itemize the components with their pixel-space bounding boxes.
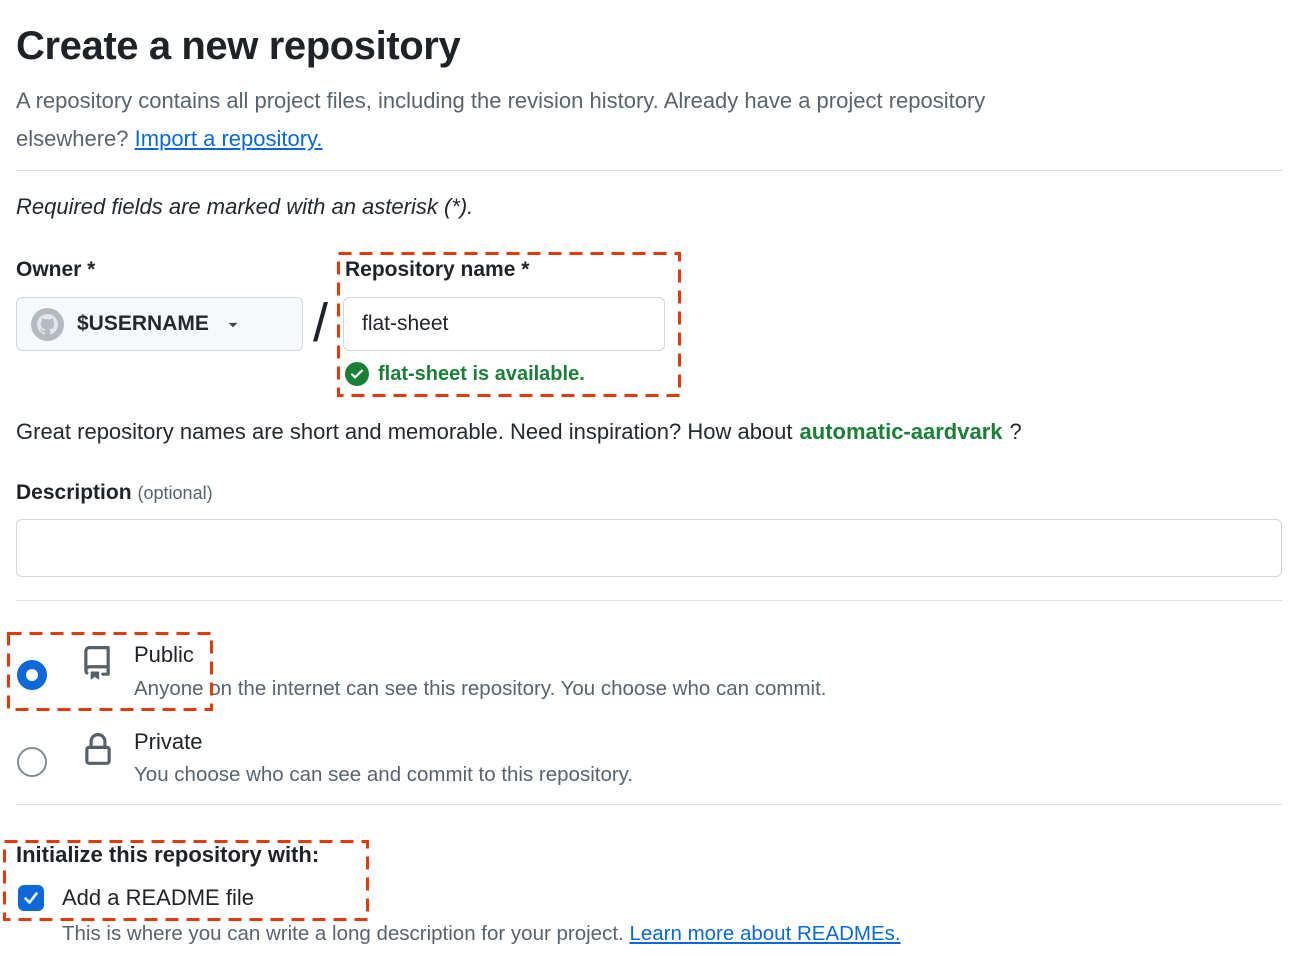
name-suggestion: Great repository names are short and mem… (16, 419, 1022, 445)
import-repository-link[interactable]: Import a repository. (134, 126, 323, 151)
public-option-description: Anyone on the internet can see this repo… (134, 677, 827, 700)
required-fields-note: Required fields are marked with an aster… (16, 194, 474, 219)
initialize-heading: Initialize this repository with: (16, 842, 320, 867)
availability-text: flat-sheet is available. (378, 362, 585, 385)
check-circle-icon (345, 362, 369, 386)
owner-name: $USERNAME (77, 312, 209, 335)
availability-message: flat-sheet is available. (345, 362, 585, 386)
divider (16, 600, 1282, 601)
owner-label: Owner * (16, 258, 96, 281)
owner-repo-separator: / (313, 293, 329, 353)
repo-book-icon (84, 646, 110, 680)
intro-text: A repository contains all project files,… (16, 82, 985, 158)
lock-icon (85, 733, 111, 765)
repository-name-label: Repository name * (345, 258, 530, 281)
check-icon (24, 892, 38, 904)
intro-line-2: elsewhere? Import a repository. (16, 126, 323, 151)
learn-more-readmes-link[interactable]: Learn more about READMEs. (629, 922, 901, 945)
public-radio[interactable] (17, 660, 47, 690)
description-optional-label: (optional) (137, 483, 213, 503)
description-input[interactable] (16, 519, 1282, 577)
private-radio[interactable] (17, 747, 47, 777)
divider (16, 170, 1282, 171)
add-readme-label[interactable]: Add a README file (62, 885, 254, 910)
public-option-label[interactable]: Public (134, 642, 194, 667)
readme-help-text: This is where you can write a long descr… (62, 922, 901, 945)
private-option-label[interactable]: Private (134, 729, 203, 754)
triangle-down-icon (228, 322, 237, 328)
suggestion-text: Great repository names are short and mem… (16, 419, 793, 444)
intro-line-1: A repository contains all project files,… (16, 88, 986, 113)
repository-name-input[interactable] (343, 297, 665, 351)
suggested-name-link[interactable]: automatic-aardvark (799, 419, 1003, 444)
private-option-description: You choose who can see and commit to thi… (134, 763, 634, 786)
page-title: Create a new repository (16, 24, 461, 68)
description-label: Description(optional) (16, 481, 213, 504)
github-octocat-icon (37, 313, 58, 334)
divider (16, 804, 1282, 805)
add-readme-checkbox[interactable] (18, 885, 44, 911)
owner-avatar (31, 307, 64, 341)
suggestion-question-mark: ? (1009, 419, 1022, 444)
owner-select-button[interactable]: $USERNAME (16, 297, 303, 351)
